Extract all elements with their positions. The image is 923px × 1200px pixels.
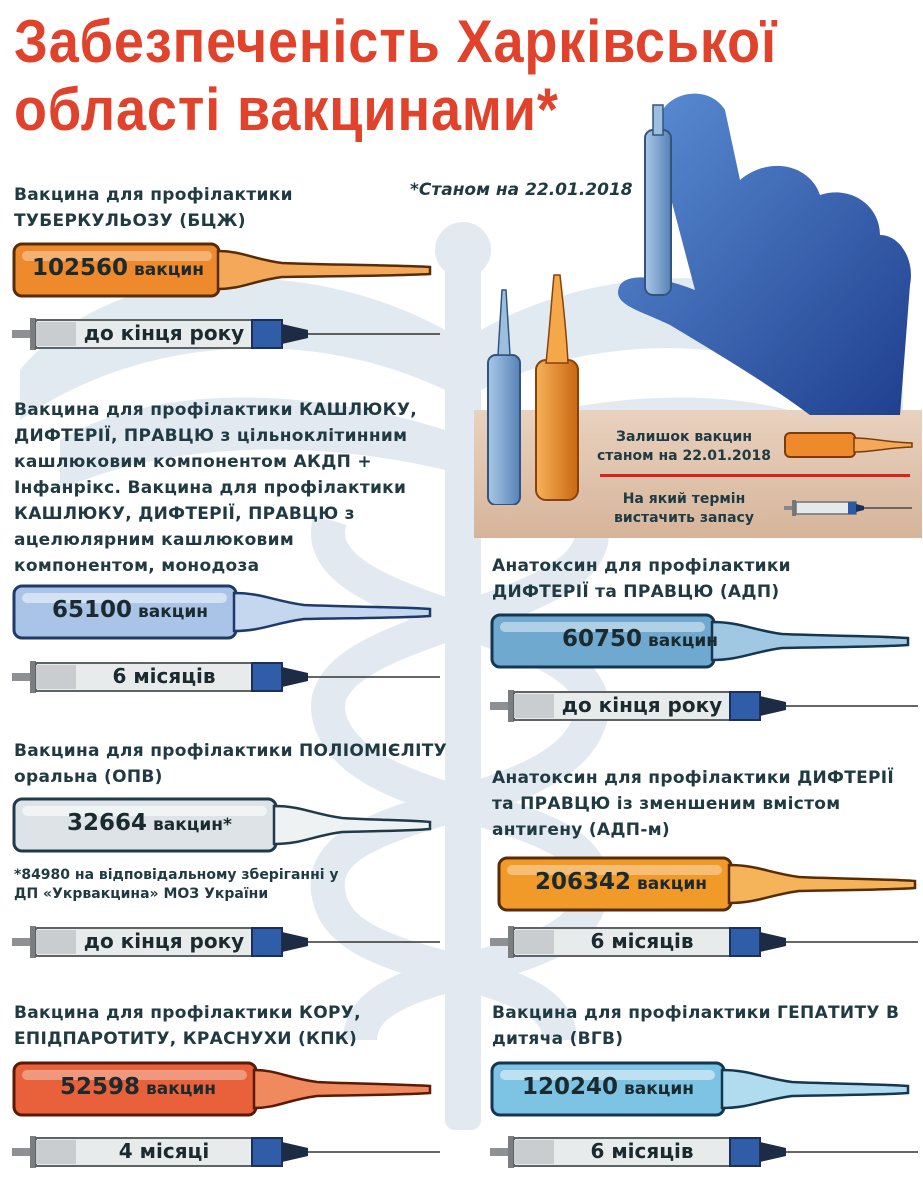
vaccine-title: Вакцина для профілактики ТУБЕРКУЛЬОЗУ (Б… bbox=[14, 185, 293, 231]
vaccine-count: 52598 bbox=[60, 1074, 141, 1100]
vaccine-syringe: до кінця року bbox=[12, 312, 442, 356]
as-of-date: *Станом на 22.01.2018 bbox=[410, 180, 633, 200]
page-title-line-1: Забезпеченість Харківської bbox=[14, 8, 778, 75]
vaccine-duration: до кінця року bbox=[83, 929, 245, 953]
vaccine-title: Вакцина для профілактики ПОЛІОМІЄЛІТУ ор… bbox=[14, 741, 448, 787]
legend-remaining-label: Залишок вакцин станом на 22.01.2018 bbox=[596, 429, 772, 464]
vaccine-syringe: до кінця року bbox=[490, 684, 920, 728]
legend-ampoule-icon bbox=[784, 432, 913, 458]
vaccine-unit: вакцин bbox=[134, 260, 205, 280]
gloved-hand-with-ampoules-icon bbox=[487, 93, 911, 505]
vaccine-unit: вакцин bbox=[138, 602, 209, 622]
vaccine-count: 60750 bbox=[562, 626, 643, 652]
page-title: Забезпеченість Харківської області вакци… bbox=[14, 8, 777, 144]
vaccine-duration: до кінця року bbox=[561, 693, 723, 717]
vaccine-syringe: 6 місяців bbox=[490, 1130, 920, 1174]
vaccine-title: Вакцина для профілактики ГЕПАТИТУ В дитя… bbox=[492, 1003, 900, 1049]
vaccine-footnote: *84980 на відповідальному зберіганні у Д… bbox=[14, 867, 339, 902]
vaccine-count: 206342 bbox=[535, 869, 632, 895]
vaccine-title: Вакцина для профілактики КОРУ, ЕПІДПАРОТ… bbox=[14, 1003, 361, 1049]
legend-divider bbox=[600, 474, 910, 477]
legend-syringe-icon bbox=[784, 500, 912, 516]
vaccine-syringe: 6 місяців bbox=[490, 920, 920, 964]
vaccine-duration: до кінця року bbox=[83, 321, 245, 345]
vaccine-count: 32664 bbox=[67, 810, 148, 836]
vaccine-duration: 6 місяців bbox=[590, 1139, 694, 1163]
vaccine-count: 120240 bbox=[522, 1074, 619, 1100]
vaccine-duration: 4 місяці bbox=[118, 1139, 210, 1163]
vaccine-unit: вакцин bbox=[146, 1079, 217, 1099]
vaccine-syringe: 4 місяці bbox=[12, 1130, 442, 1174]
vaccine-duration: 6 місяців bbox=[590, 929, 694, 953]
vaccine-duration: 6 місяців bbox=[112, 664, 216, 688]
page-title-line-2: області вакцинами* bbox=[14, 76, 559, 143]
vaccine-count: 65100 bbox=[52, 597, 133, 623]
vaccine-unit: вакцин bbox=[624, 1079, 695, 1099]
vaccine-syringe: до кінця року bbox=[12, 920, 442, 964]
vaccine-count: 102560 bbox=[32, 255, 129, 281]
vaccine-syringe: 6 місяців bbox=[12, 655, 442, 699]
vaccine-title: Анатоксин для профілактики ДИФТЕРІЇ та П… bbox=[492, 768, 895, 840]
legend-duration-label: На який термін вистачить запасу bbox=[614, 491, 754, 526]
vaccine-unit: вакцин bbox=[648, 631, 719, 651]
vaccine-title: Вакцина для профілактики КАШЛЮКУ, ДИФТЕР… bbox=[14, 400, 417, 576]
vaccine-unit: вакцин bbox=[637, 874, 708, 894]
vaccine-title: Анатоксин для профілактики ДИФТЕРІЇ та П… bbox=[492, 556, 791, 602]
vaccine-unit: вакцин* bbox=[153, 815, 232, 835]
